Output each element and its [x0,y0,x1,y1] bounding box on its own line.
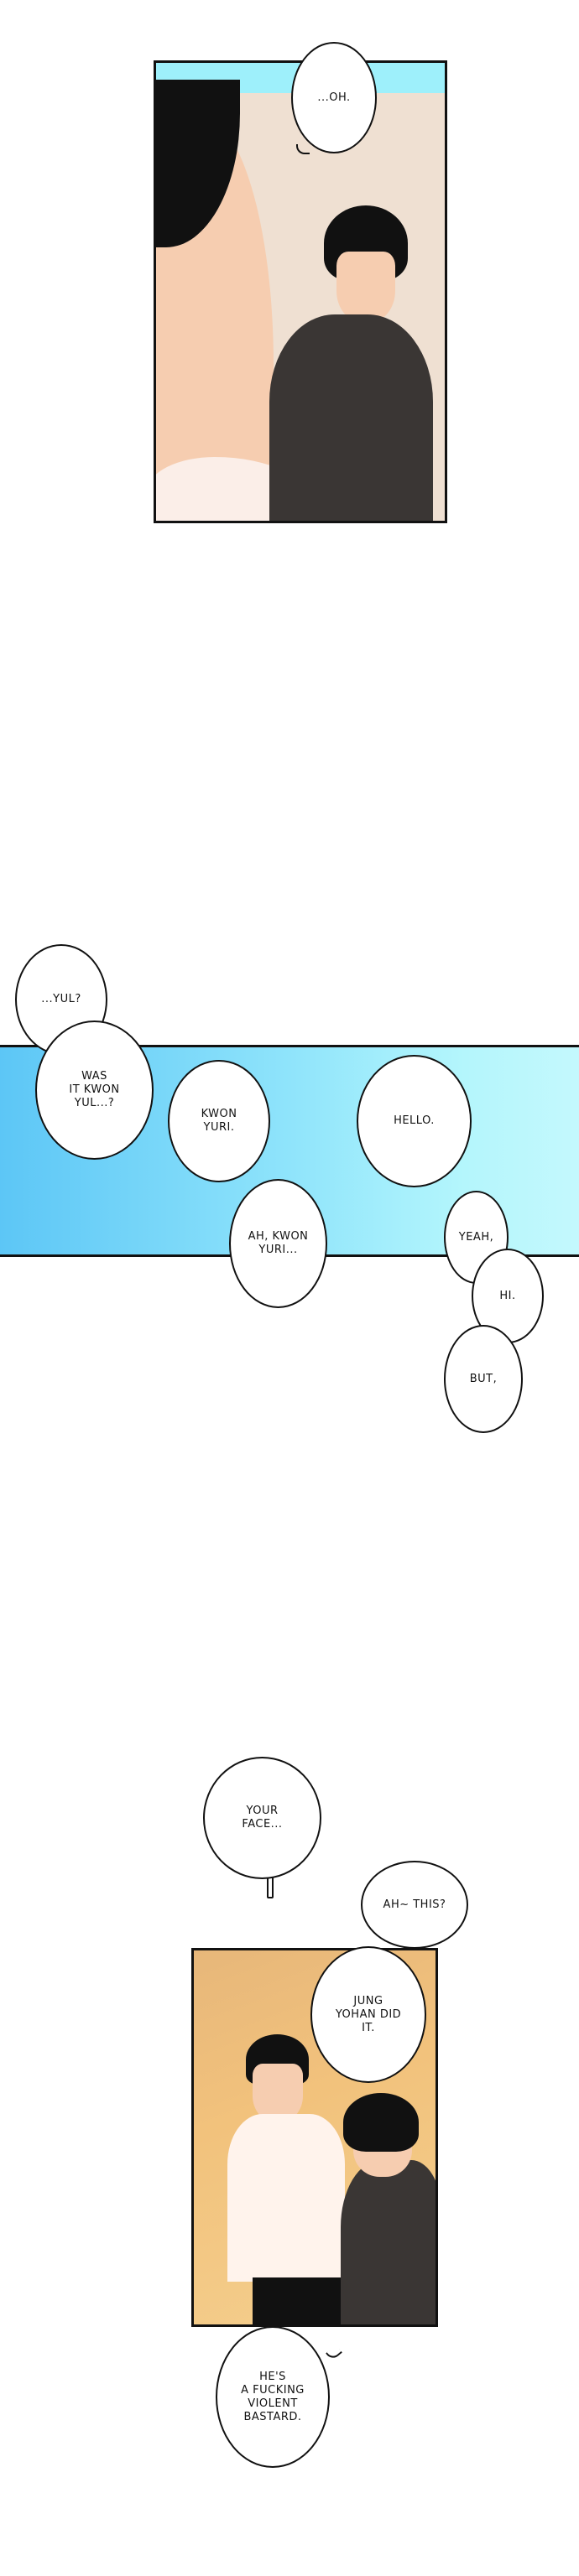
character-left-face [253,2064,303,2122]
speech-bubble: JUNG YOHAN DID IT. [310,1946,426,2083]
character-background-shirt [269,314,433,521]
bubble-tail [326,2345,342,2361]
bubble-tail [267,1877,274,1898]
bubble-tail [296,144,310,154]
panel-1 [154,60,447,523]
character-right-hair [343,2093,419,2152]
speech-bubble: HELLO. [357,1055,472,1187]
speech-bubble: HE'S A FUCKING VIOLENT BASTARD. [216,2326,330,2468]
character-background-face [336,252,395,323]
speech-bubble: BUT, [444,1325,523,1433]
speech-bubble: AH, KWON YURI... [229,1179,327,1308]
character-right-shirt [341,2160,436,2324]
speech-bubble: AH~ THIS? [361,1861,468,1949]
character-left-shirt [227,2114,345,2282]
speech-bubble: ...OH. [291,42,377,153]
speech-bubble: WAS IT KWON YUL...? [35,1021,154,1160]
speech-bubble: KWON YURI. [168,1060,270,1182]
character-left-pants [253,2277,345,2324]
speech-bubble: YOUR FACE... [203,1757,321,1879]
